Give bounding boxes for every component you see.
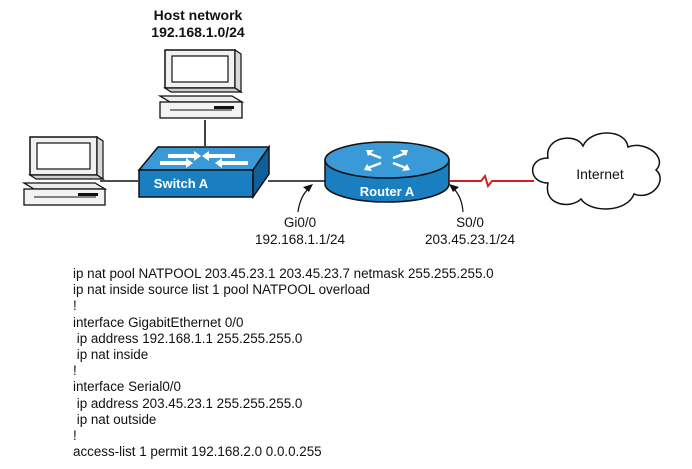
config-line: ip nat pool NATPOOL 203.45.23.1 203.45.2… bbox=[73, 266, 494, 281]
host-network-title: Host network bbox=[153, 7, 243, 23]
s00-interface-name: S0/0 bbox=[456, 215, 484, 230]
gi00-interface-name: Gi0/0 bbox=[283, 215, 317, 230]
switch-label: Switch A bbox=[154, 176, 209, 191]
config-line: ip nat inside source list 1 pool NATPOOL… bbox=[73, 282, 370, 298]
config-line: ip nat outside bbox=[73, 411, 157, 427]
pc-left-icon bbox=[21, 135, 108, 206]
config-line: ip address 203.45.23.1 255.255.255.0 bbox=[73, 395, 303, 411]
internet-label: Internet bbox=[576, 166, 624, 182]
config-line: ! bbox=[73, 427, 77, 443]
router-icon bbox=[324, 141, 450, 203]
gi00-interface-address: 192.168.1.1/24 bbox=[254, 232, 346, 247]
config-line: interface GigabitEthernet 0/0 bbox=[73, 314, 244, 330]
config-line: access-list 1 permit 192.168.2.0 0.0.0.2… bbox=[73, 444, 322, 460]
config-line: ! bbox=[73, 363, 77, 379]
s00-callout-arrow bbox=[449, 184, 459, 192]
pc-top-icon bbox=[157, 48, 245, 119]
config-line: ip address 192.168.1.1 255.255.255.0 bbox=[73, 330, 303, 346]
internet-cloud-icon bbox=[532, 132, 661, 210]
network-diagram: Switch A Router A Internet bbox=[21, 48, 661, 213]
config-line: ip nat inside bbox=[73, 346, 149, 362]
switch-icon bbox=[137, 144, 271, 200]
s00-interface-address: 203.45.23.1/24 bbox=[424, 232, 516, 247]
config-line: interface Serial0/0 bbox=[73, 379, 181, 395]
router-label: Router A bbox=[360, 184, 415, 199]
config-line: ! bbox=[73, 298, 77, 314]
router-config-listing: ip nat pool NATPOOL 203.45.23.1 203.45.2… bbox=[73, 266, 673, 460]
serial-link bbox=[450, 173, 534, 189]
gi00-callout-arrow bbox=[303, 184, 313, 192]
host-network-subnet: 192.168.1.0/24 bbox=[151, 24, 245, 40]
